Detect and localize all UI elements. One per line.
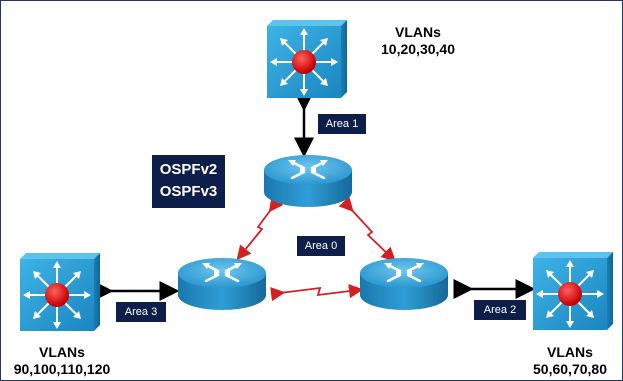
switch-right-icon	[532, 251, 614, 331]
vlans-right-list: 50,60,70,80	[533, 361, 607, 377]
vlans-top-title: VLANs	[395, 24, 441, 40]
protocol-box: OSPFv2 OSPFv3	[152, 155, 225, 208]
router-left-icon	[176, 256, 268, 312]
vlans-top-label: VLANs 10,20,30,40	[368, 24, 468, 58]
vlans-left-list: 90,100,110,120	[13, 361, 111, 377]
vlans-left-title: VLANs	[39, 344, 85, 360]
vlans-top-list: 10,20,30,40	[381, 41, 455, 57]
serial-link-top-left	[236, 196, 284, 261]
vlans-right-label: VLANs 50,60,70,80	[520, 344, 620, 378]
protocol-v2: OSPFv2	[159, 161, 218, 178]
vlans-left-label: VLANs 90,100,110,120	[2, 344, 122, 378]
area-0-label: Area 0	[297, 236, 345, 256]
area-1-label: Area 1	[318, 114, 366, 134]
area-3-label: Area 3	[116, 302, 166, 322]
router-right-icon	[358, 256, 450, 312]
area-2-label: Area 2	[474, 300, 526, 320]
protocol-v3: OSPFv3	[159, 183, 218, 200]
serial-link-top-right	[338, 196, 396, 262]
serial-link-left-right	[270, 283, 364, 302]
vlans-right-title: VLANs	[547, 344, 593, 360]
switch-top-icon	[266, 19, 348, 99]
router-top-icon	[262, 153, 354, 209]
switch-left-icon	[19, 252, 101, 332]
